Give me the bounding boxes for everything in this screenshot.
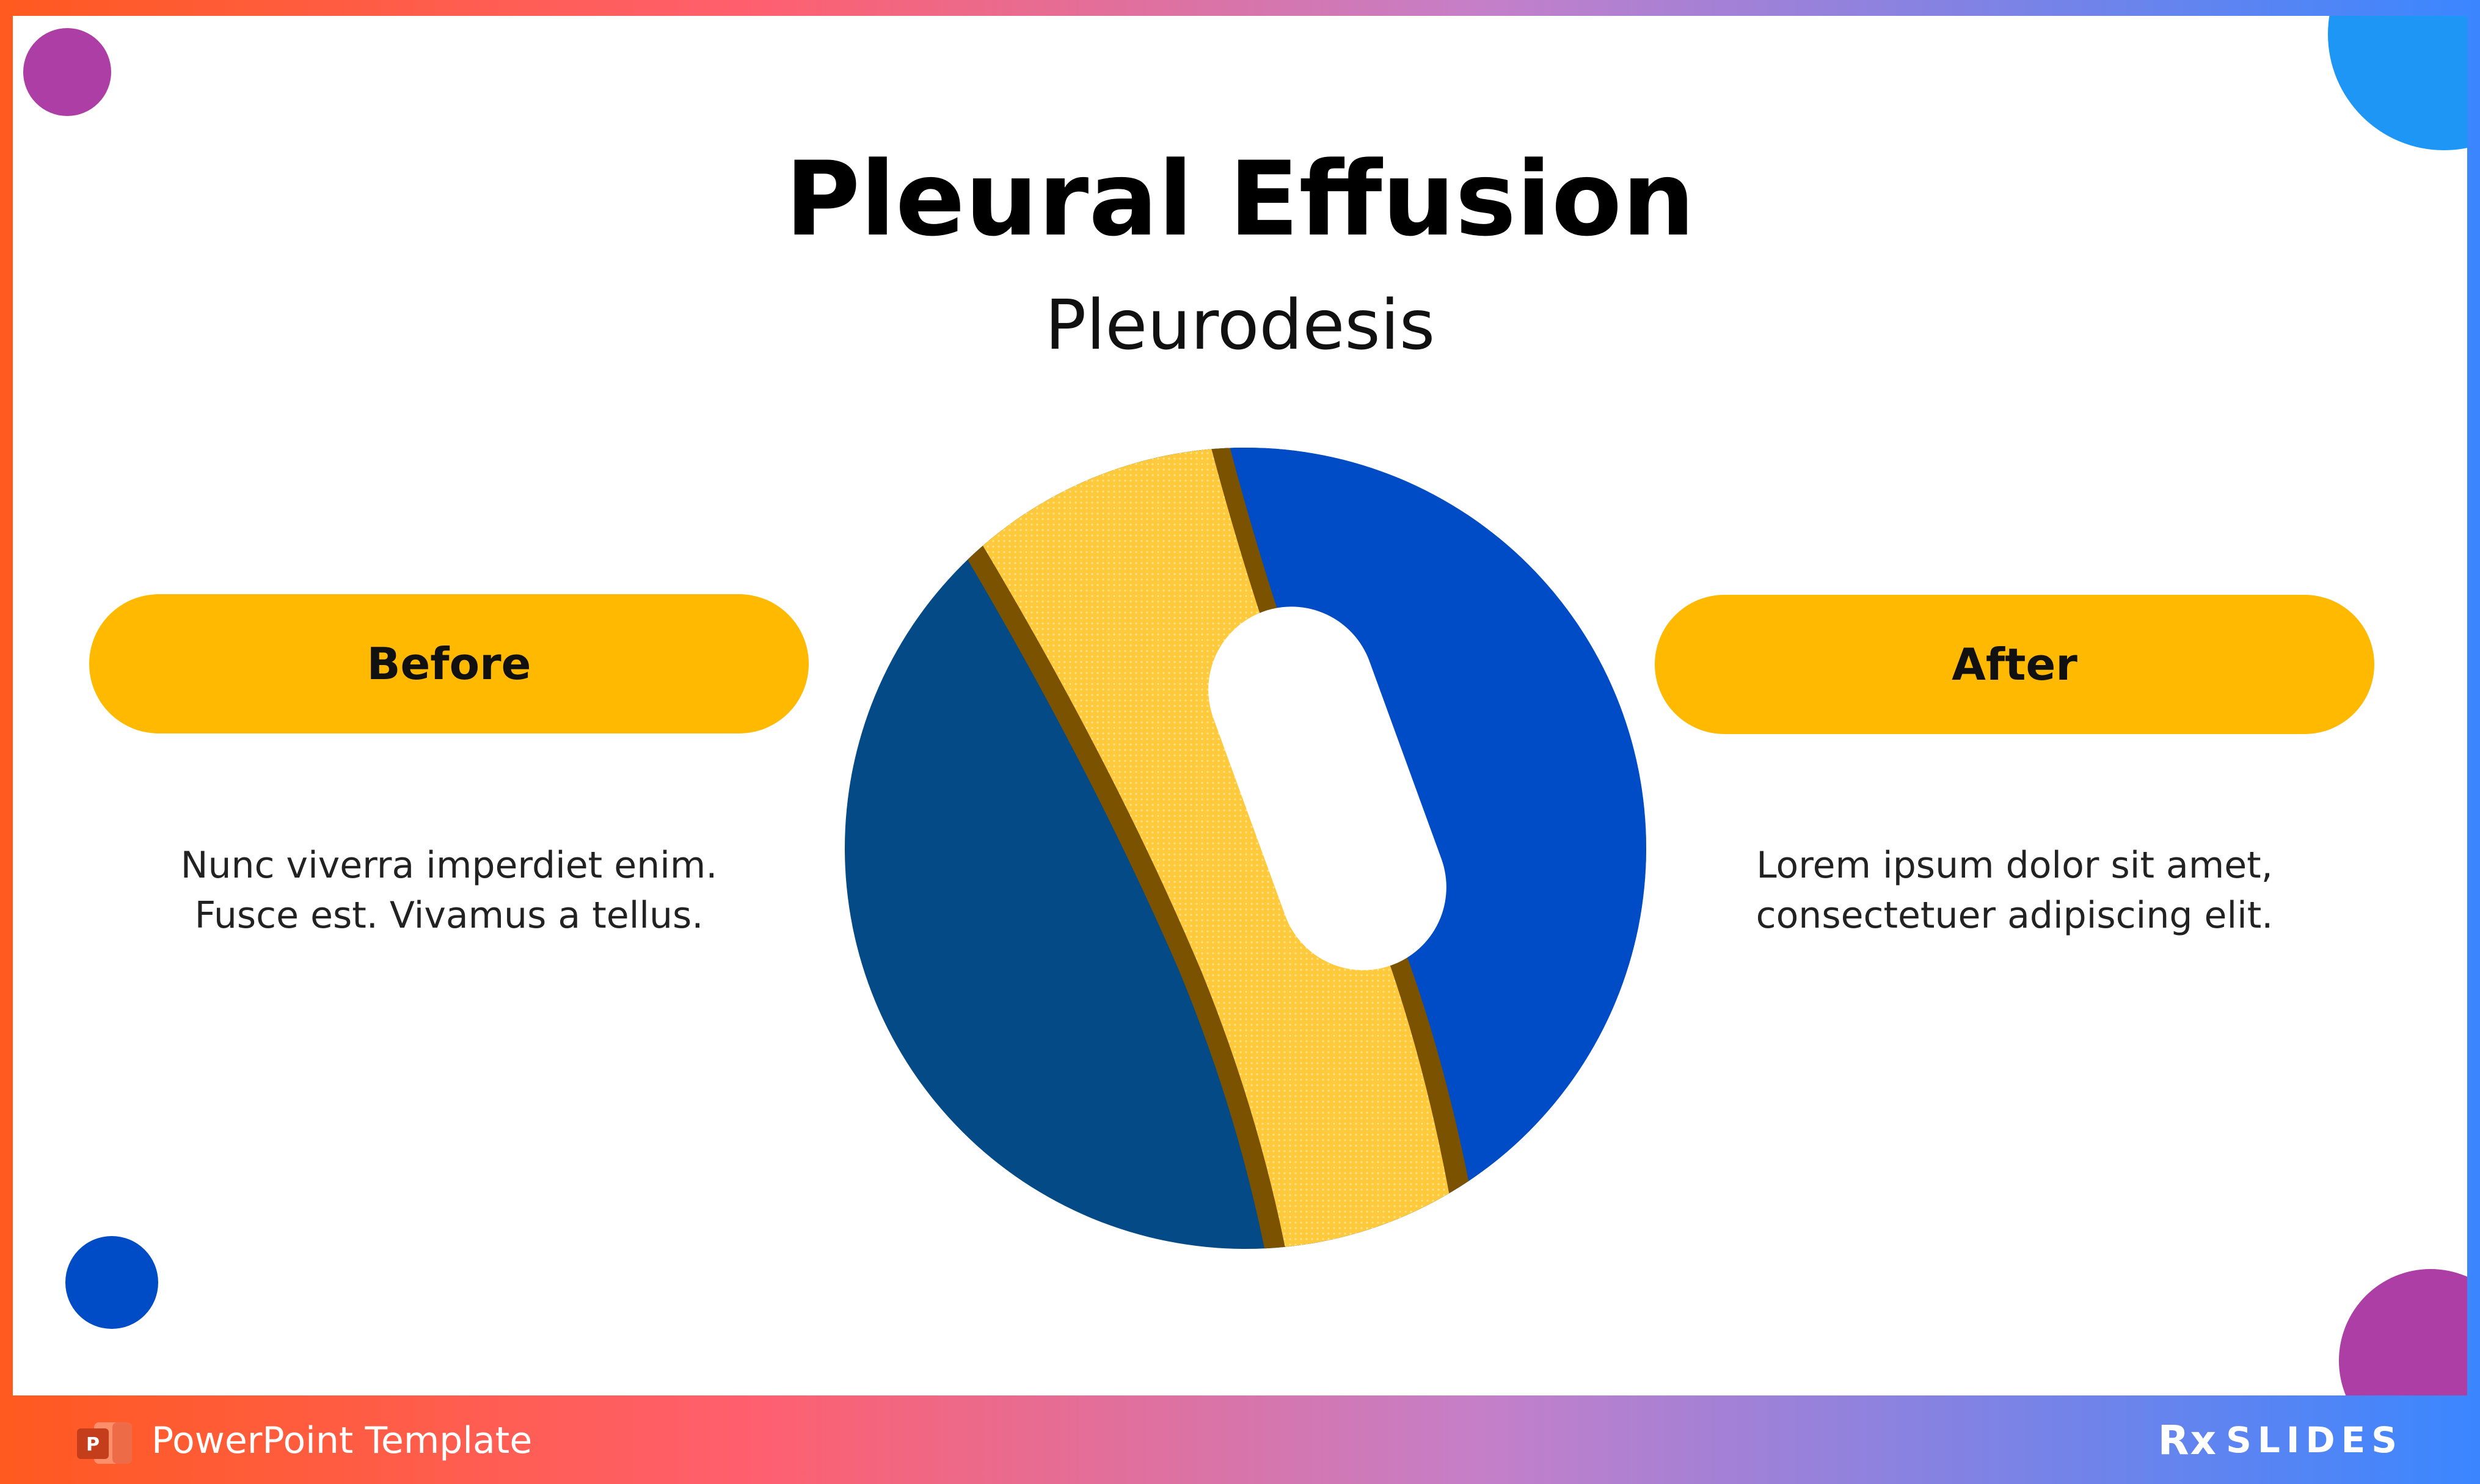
- before-label-pill: Before: [89, 594, 809, 733]
- before-description-line-1: Nunc viverra imperdiet enim.: [180, 844, 718, 887]
- after-description-line-2: consectetuer adipiscing elit.: [1756, 894, 2274, 937]
- after-label-pill: After: [1655, 595, 2374, 734]
- after-description: Lorem ipsum dolor sit amet, consectetuer…: [1655, 840, 2374, 940]
- pleural-layer-fill: [952, 448, 1473, 1249]
- decor-dot-top-left: [23, 28, 111, 116]
- brand-logo: Rx SLIDES: [2158, 1414, 2403, 1466]
- decor-dot-bottom-left: [65, 1236, 158, 1329]
- before-description: Nunc viverra imperdiet enim. Fusce est. …: [89, 840, 809, 940]
- footer-bar: P PowerPoint Template Rx SLIDES: [0, 1395, 2480, 1484]
- page-title: Pleural Effusion: [785, 139, 1695, 259]
- slide: Pleural Effusion Pleurodesis Before Nunc…: [13, 16, 2467, 1395]
- decor-dot-top-right: [2328, 16, 2467, 150]
- brand-name: SLIDES: [2226, 1419, 2403, 1461]
- powerpoint-icon: P: [76, 1420, 134, 1466]
- decor-dot-bottom-right: [2339, 1269, 2467, 1395]
- after-description-line-1: Lorem ipsum dolor sit amet,: [1756, 844, 2273, 887]
- brand-mark: Rx: [2157, 1416, 2218, 1464]
- page-subtitle: Pleurodesis: [1045, 286, 1435, 365]
- pleurodesis-illustration: [845, 448, 1646, 1249]
- before-label: Before: [367, 638, 531, 689]
- svg-text:P: P: [86, 1434, 100, 1455]
- after-label: After: [1952, 639, 2077, 690]
- pleural-opening: [1208, 606, 1446, 970]
- before-description-line-2: Fusce est. Vivamus a tellus.: [194, 894, 704, 937]
- footer-label: PowerPoint Template: [151, 1419, 533, 1462]
